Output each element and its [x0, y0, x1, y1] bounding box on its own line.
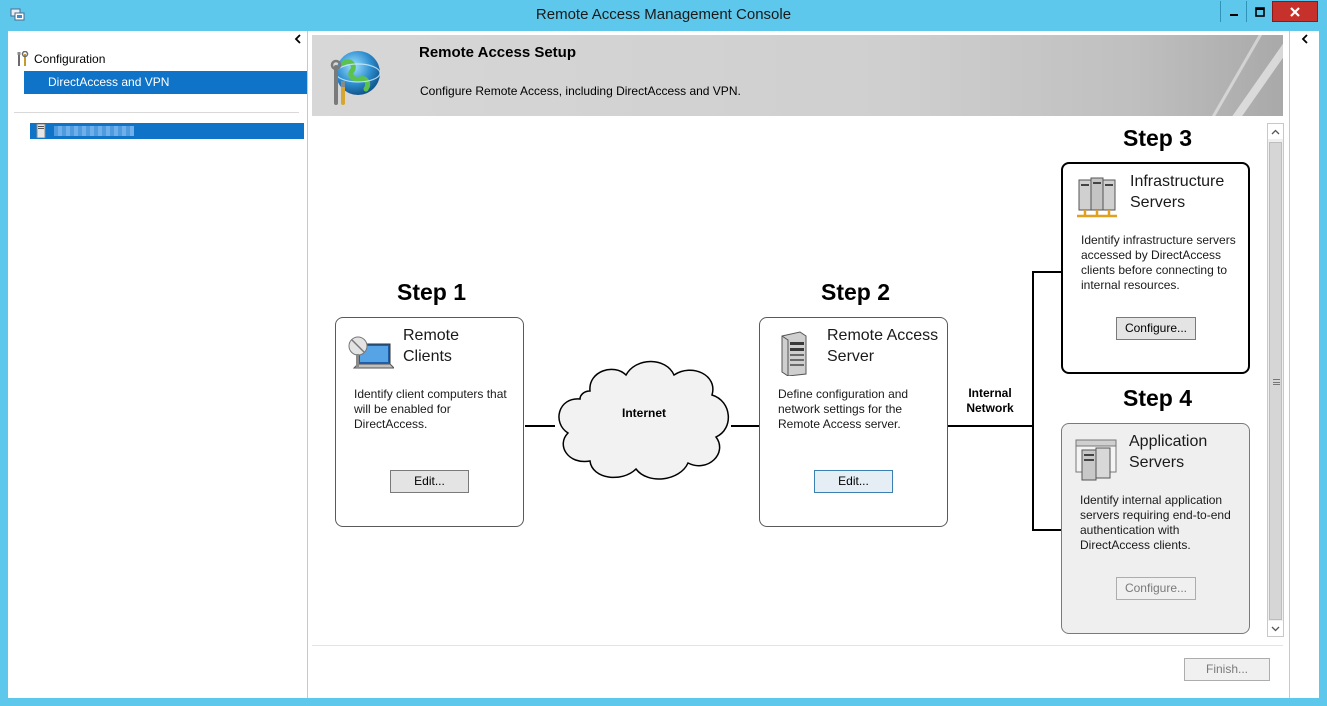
- step4-title-line1: Application: [1129, 433, 1208, 450]
- collapse-nav-chevron-icon[interactable]: [292, 33, 304, 45]
- step4-title: Application Servers: [1129, 431, 1247, 473]
- scroll-down-button[interactable]: [1268, 621, 1283, 636]
- step3-configure-button[interactable]: Configure...: [1116, 317, 1196, 340]
- connector-line: [731, 425, 764, 427]
- finish-button[interactable]: Finish...: [1184, 658, 1270, 681]
- close-icon: [1290, 6, 1300, 17]
- step2-edit-button[interactable]: Edit...: [814, 470, 893, 493]
- step1-title-line1: Remote: [403, 327, 460, 344]
- client-area: Configuration DirectAccess and VPN: [8, 31, 1319, 698]
- internet-label: Internet: [621, 406, 666, 420]
- step1-description: Identify client computers that will be e…: [354, 387, 507, 431]
- window-title: Remote Access Management Console: [535, 6, 792, 23]
- step3-label: Step 3: [1123, 125, 1193, 151]
- title-bar[interactable]: Remote Access Management Console: [0, 0, 1327, 31]
- scroll-thumb[interactable]: [1269, 142, 1282, 620]
- redacted-server-name: [54, 126, 134, 136]
- connector-line: [1032, 529, 1062, 531]
- nav-configuration-label: Configuration: [34, 52, 106, 66]
- nav-item-configuration[interactable]: Configuration: [16, 51, 105, 67]
- scroll-down-arrow-icon: [1271, 626, 1280, 631]
- step2-description: Define configuration and network setting…: [778, 387, 909, 431]
- internal-network-line1: Internal: [968, 386, 1012, 400]
- scroll-up-button[interactable]: [1268, 124, 1283, 139]
- connector-line: [1032, 271, 1062, 273]
- action-pane: [1289, 31, 1319, 698]
- step1-card: Remote Clients Identify client computers…: [335, 317, 524, 527]
- connector-line: [948, 425, 1034, 427]
- maximize-icon: [1254, 6, 1265, 17]
- vertical-scrollbar[interactable]: [1267, 123, 1284, 637]
- navigation-pane: Configuration DirectAccess and VPN: [8, 31, 308, 698]
- step2-title: Remote Access Server: [827, 325, 945, 367]
- step4-label: Step 4: [1123, 385, 1193, 411]
- step2-card: Remote Access Server Define configuratio…: [759, 317, 948, 527]
- step1-edit-button[interactable]: Edit...: [390, 470, 469, 493]
- step2-label: Step 2: [821, 279, 891, 305]
- expand-actions-chevron-icon[interactable]: [1299, 33, 1311, 45]
- application-servers-icon: [1075, 439, 1117, 481]
- scroll-grip-icon: [1273, 379, 1280, 385]
- remote-clients-icon: [348, 336, 394, 369]
- connector-line: [525, 425, 555, 427]
- main-pane: Remote Access Setup Configure Remote Acc…: [312, 31, 1289, 698]
- step3-card: Infrastructure Servers Identify infrastr…: [1061, 162, 1250, 374]
- page-title: Remote Access Setup: [419, 44, 577, 61]
- server-node-icon: [36, 124, 46, 138]
- header-decoration: [1195, 35, 1268, 116]
- remote-access-globe-icon: [330, 51, 381, 105]
- minimize-icon: [1229, 13, 1238, 16]
- nav-item-server[interactable]: [30, 123, 304, 139]
- step1-title-line2: Clients: [403, 348, 452, 365]
- step3-description: Identify infrastructure servers accessed…: [1081, 233, 1236, 292]
- step1-label: Step 1: [397, 279, 467, 305]
- internal-network-label: Internal Network: [952, 386, 1028, 416]
- connector-line: [1032, 271, 1034, 531]
- infrastructure-servers-icon: [1077, 177, 1117, 218]
- internet-cloud: [558, 360, 730, 480]
- step4-title-line2: Servers: [1129, 454, 1185, 471]
- step1-title: Remote Clients: [403, 325, 521, 367]
- window-controls: [1220, 1, 1318, 22]
- step4-description: Identify internal application servers re…: [1080, 493, 1231, 552]
- step4-configure-button[interactable]: Configure...: [1116, 577, 1196, 600]
- step3-title-line1: Infrastructure: [1130, 173, 1225, 190]
- maximize-button[interactable]: [1246, 1, 1272, 22]
- setup-header: Remote Access Setup Configure Remote Acc…: [312, 35, 1283, 116]
- step3-title-line2: Servers: [1130, 194, 1186, 211]
- nav-item-directaccess-vpn[interactable]: DirectAccess and VPN: [24, 71, 307, 94]
- tools-icon: [17, 51, 29, 66]
- internal-network-line2: Network: [966, 401, 1014, 415]
- step2-title-line2: Server: [827, 348, 875, 365]
- console-app-icon: [10, 8, 25, 21]
- header-decoration: [1215, 35, 1283, 116]
- step4-card: Application Servers Identify internal ap…: [1061, 423, 1250, 634]
- close-button[interactable]: [1272, 1, 1318, 22]
- scroll-up-arrow-icon: [1271, 129, 1280, 134]
- step3-title: Infrastructure Servers: [1130, 171, 1248, 213]
- footer-divider: [312, 645, 1283, 646]
- step2-title-line1: Remote Access: [827, 327, 939, 344]
- nav-divider: [14, 112, 299, 113]
- server-icon: [781, 331, 807, 376]
- page-subtitle: Configure Remote Access, including Direc…: [420, 84, 741, 98]
- minimize-button[interactable]: [1220, 1, 1246, 22]
